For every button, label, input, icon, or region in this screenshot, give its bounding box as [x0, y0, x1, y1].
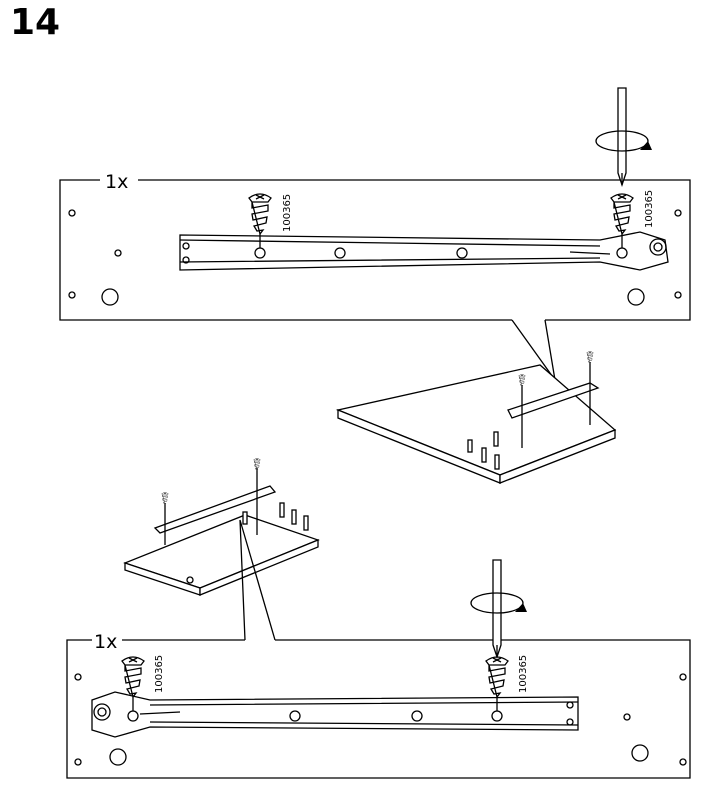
screw-icon [485, 656, 509, 711]
part-number: 100365 [282, 194, 293, 232]
screw-icon [610, 193, 634, 248]
screwdriver-icon [617, 87, 627, 186]
step-number: 14 [10, 2, 61, 43]
rotate-clockwise-icon [595, 130, 652, 152]
part-number: 100365 [154, 655, 165, 693]
mounting-holes [68, 209, 682, 306]
part-number: 100365 [644, 190, 655, 228]
quantity-label: 1x [94, 631, 117, 653]
quantity-label: 1x [105, 171, 128, 193]
drawer-rail [91, 691, 579, 738]
part-number: 100365 [518, 655, 529, 693]
drawer-side-panel-right [335, 351, 617, 484]
screwdriver-icon [492, 559, 502, 658]
screw-icon [248, 193, 272, 248]
rotate-clockwise-icon [470, 592, 527, 614]
screw-icon [121, 656, 145, 711]
drawer-rail [179, 231, 669, 271]
bottom-detail-panel: 1x 100365 100365 [66, 519, 691, 779]
mounting-holes [74, 673, 687, 766]
drawer-side-panel-left [123, 458, 320, 596]
top-detail-panel: 1x 100365 100365 [59, 87, 691, 381]
